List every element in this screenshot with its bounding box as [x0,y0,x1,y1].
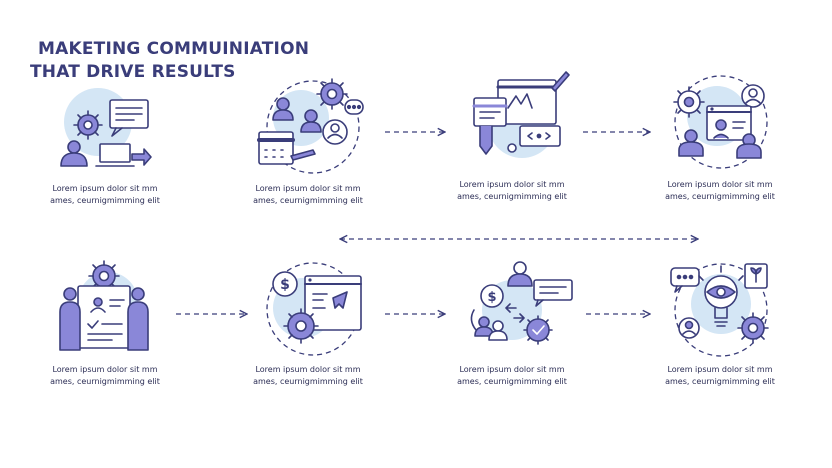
step-3 [450,68,580,198]
step-3-text-1: Lorem ipsum dolor sit mm [459,180,565,189]
step-1-text-1: Lorem ipsum dolor sit mm [52,184,158,193]
step-2-text-1: Lorem ipsum dolor sit mm [255,184,361,193]
step-7-text-1: Lorem ipsum dolor sit mm [459,365,565,374]
title-line-2: THAT DRIVE RESULTS [30,62,236,82]
step-2 [245,70,375,200]
customer-exchange-icon: $ [470,261,573,345]
page-title: MAKETING COMMUINIATION THAT DRIVE RESULT… [30,38,309,84]
step-1 [40,70,170,200]
step-7-text-2: ames, ceurnigmimming elit [457,377,567,386]
step-5-caption: Lorem ipsum dolor sit mm ames, ceurnigmi… [30,364,180,388]
step-8-caption: Lorem ipsum dolor sit mm ames, ceurnigmi… [645,364,795,388]
step-1-caption: Lorem ipsum dolor sit mm ames, ceurnigmi… [30,183,180,207]
step-8-text-2: ames, ceurnigmimming elit [665,377,775,386]
step-6-text-1: Lorem ipsum dolor sit mm [255,365,361,374]
step-4-text-2: ames, ceurnigmimming elit [665,192,775,201]
step-2-text-2: ames, ceurnigmimming elit [253,196,363,205]
step-5 [40,252,170,382]
planning-calendar-icon [257,78,364,174]
presentation-board-icon [472,71,570,158]
insight-idea-icon [670,263,769,357]
step-4 [655,70,785,200]
step-5-text-1: Lorem ipsum dolor sit mm [52,365,158,374]
step-7: $ [450,252,580,382]
step-1-text-2: ames, ceurnigmimming elit [50,196,160,205]
step-5-text-2: ames, ceurnigmimming elit [50,377,160,386]
svg-text:$: $ [280,277,290,293]
web-campaign-icon: $ [266,262,362,356]
step-8-text-1: Lorem ipsum dolor sit mm [667,365,773,374]
step-3-caption: Lorem ipsum dolor sit mm ames, ceurnigmi… [437,179,587,203]
team-collaboration-icon [60,88,152,167]
step-6: $ [245,252,375,382]
step-6-text-2: ames, ceurnigmimming elit [253,377,363,386]
video-meeting-icon [673,75,768,169]
step-8 [655,252,785,382]
step-4-text-1: Lorem ipsum dolor sit mm [667,180,773,189]
step-2-caption: Lorem ipsum dolor sit mm ames, ceurnigmi… [233,183,383,207]
svg-text:$: $ [487,290,496,305]
step-4-caption: Lorem ipsum dolor sit mm ames, ceurnigmi… [645,179,795,203]
title-line-1: MAKETING COMMUINIATION [38,39,310,59]
step-3-text-2: ames, ceurnigmimming elit [457,192,567,201]
step-7-caption: Lorem ipsum dolor sit mm ames, ceurnigmi… [437,364,587,388]
document-review-icon [59,260,149,351]
step-6-caption: Lorem ipsum dolor sit mm ames, ceurnigmi… [233,364,383,388]
